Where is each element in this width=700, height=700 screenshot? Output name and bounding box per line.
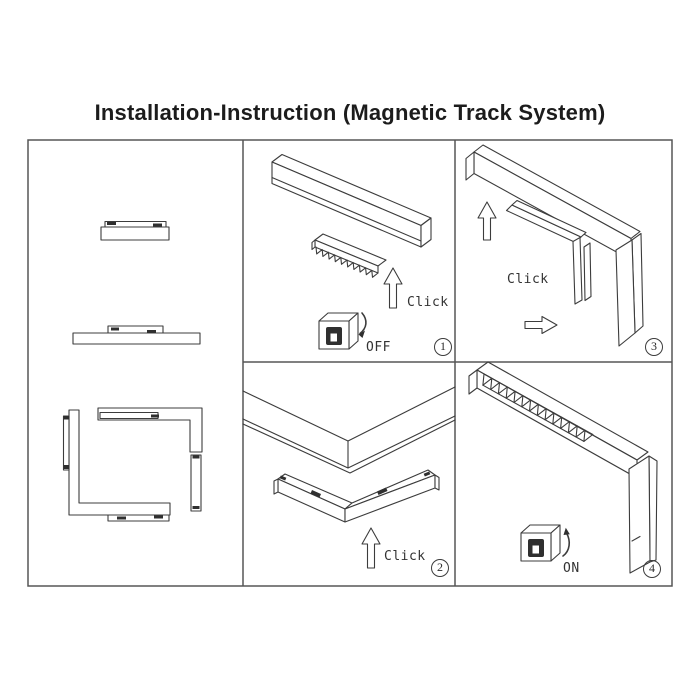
step4-assembled-track [468, 361, 658, 574]
overview-track-small [100, 220, 170, 241]
step1-led-teeth [315, 246, 379, 278]
page-title: Installation-Instruction (Magnetic Track… [94, 100, 606, 125]
flick-down-arrow-icon [358, 312, 367, 338]
up-arrow-icon [477, 201, 497, 241]
step2-ceiling-corner [242, 386, 456, 474]
grid-frame [27, 139, 673, 587]
step1-number-badge: 1 [434, 338, 452, 356]
step3-number-badge: 3 [645, 338, 663, 356]
overview-track-long [72, 325, 201, 345]
step3-corner-connector [505, 199, 592, 305]
switch-icon [520, 524, 561, 562]
up-arrow-icon [361, 527, 381, 569]
step2-corner-light-track [273, 469, 440, 523]
step1-drawing [271, 153, 432, 350]
step2-drawing [242, 386, 456, 569]
step1-click-label: Click [407, 295, 449, 310]
step4-number-badge: 4 [643, 560, 661, 578]
step3-corner-track [465, 144, 644, 347]
up-arrow-icon [383, 267, 403, 309]
step1-track [271, 153, 432, 248]
step2-number-badge: 2 [431, 559, 449, 577]
step4-drawing [468, 361, 658, 574]
step4-switch-on-label: ON [563, 561, 580, 576]
step3-drawing [465, 144, 644, 347]
step2-click-label: Click [384, 549, 426, 564]
right-arrow-icon [524, 315, 558, 335]
overview-panel-drawing [62, 220, 203, 522]
switch-icon [318, 312, 359, 350]
flick-up-arrow-icon [562, 527, 571, 557]
step1-switch-off-label: OFF [366, 340, 391, 355]
step1-light-module [311, 233, 387, 278]
overview-track-square [62, 407, 203, 522]
step3-click-label: Click [507, 272, 549, 287]
step4-led-strip [482, 373, 594, 442]
grid-outer-border [27, 139, 673, 587]
